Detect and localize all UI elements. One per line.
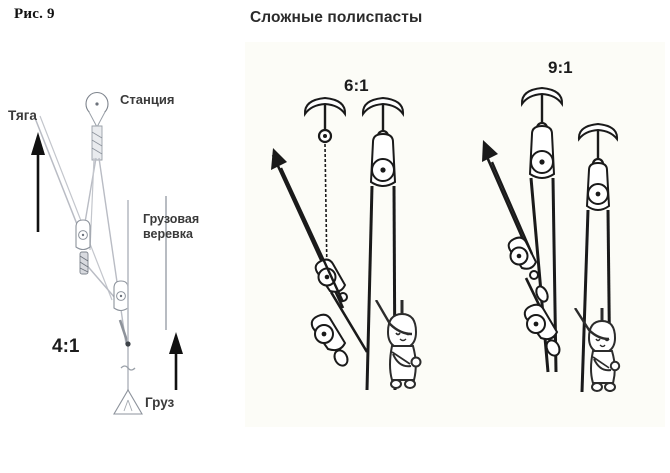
left-load-rope-line — [120, 200, 136, 392]
right-pulley-lower — [523, 303, 561, 357]
right-pulley-top-left — [528, 124, 556, 179]
mid-anchor-hook-left-icon — [303, 96, 347, 144]
left-pulley-lower — [113, 280, 129, 312]
label-anchor-station: Станция — [120, 92, 175, 107]
ratio-label-middle: 6:1 — [344, 76, 369, 95]
label-load: Груз — [145, 395, 175, 410]
left-haul-arrow-icon — [31, 132, 45, 232]
mid-climber-person-icon — [374, 300, 422, 389]
right-haul-arrow-icon — [482, 140, 534, 255]
mid-pulley-top-right — [369, 132, 397, 187]
label-load-rope: Грузовая веревка — [143, 212, 199, 242]
ratio-label-left: 4:1 — [52, 336, 80, 357]
right-person-body — [573, 308, 621, 392]
left-anchor-station — [85, 91, 109, 129]
diagram-right-9to1 — [482, 86, 619, 392]
left-anchor-knot — [91, 125, 103, 161]
left-load-triangle-icon — [113, 388, 143, 415]
mid-haul-arrow-icon — [271, 148, 345, 303]
figure-number-label: Рис. 9 — [14, 6, 55, 22]
diagram-middle-6to1 — [271, 96, 405, 390]
left-prusik-knot — [79, 251, 89, 275]
right-pulley-middle — [507, 236, 549, 303]
label-load-rope-line1: Грузовая — [143, 212, 200, 226]
ratio-label-right: 9:1 — [548, 58, 573, 77]
left-load-arrow-icon — [169, 332, 183, 390]
right-climber-person-icon — [573, 308, 621, 392]
right-pulley-top-right — [585, 161, 611, 211]
left-pulley-upper — [75, 219, 91, 251]
figure-title: Сложные полиспасты — [250, 9, 423, 26]
diagram-left-4to1 — [31, 91, 183, 415]
label-load-rope-line2: веревка — [143, 226, 193, 241]
mid-person-body — [374, 300, 422, 389]
mid-pulley-lower — [310, 313, 349, 367]
label-haul: Тяга — [8, 108, 37, 123]
